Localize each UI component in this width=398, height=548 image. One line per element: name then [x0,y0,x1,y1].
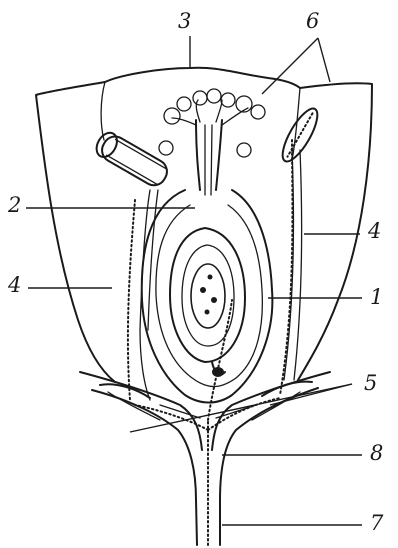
petal-back-inner-left [101,82,105,140]
label-3: 3 [178,9,191,33]
petals [36,68,372,382]
stamen-left [92,129,171,400]
label-4-left: 4 [7,273,21,297]
pistil-style [172,100,248,195]
label-8: 8 [370,441,383,465]
receptacle [80,372,330,545]
ovary [142,190,273,403]
label-1: 1 [370,285,383,309]
label-2: 2 [7,193,21,217]
label-5: 5 [364,371,377,395]
ovary-outer-wall [142,190,273,403]
petal-left [36,82,115,382]
petal-right [298,83,372,380]
label-6: 6 [306,9,319,33]
label-7: 7 [370,511,384,535]
label-4-right: 4 [367,219,381,243]
vascular-bundles [128,140,293,545]
ovary-inner-wall [156,205,262,387]
embryo-sac [191,264,225,328]
stamen-right [276,104,323,380]
